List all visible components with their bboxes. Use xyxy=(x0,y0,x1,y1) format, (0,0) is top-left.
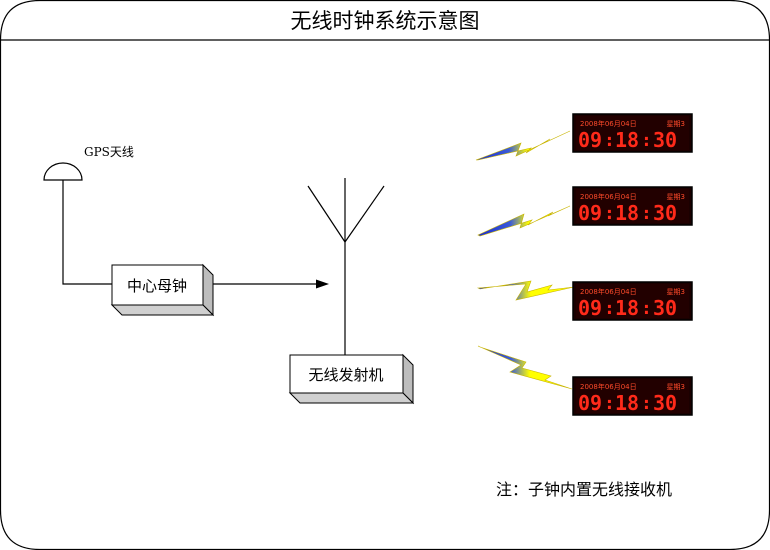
clock-weekday: 星期3 xyxy=(667,120,685,128)
lightning-bolt-3 xyxy=(476,280,575,301)
clock-minutes: 18 xyxy=(615,128,639,152)
clock-hours: 09 xyxy=(578,391,602,415)
clock-date: 2008年06月04日 xyxy=(580,119,637,128)
diagram-title: 无线时钟系统示意图 xyxy=(291,9,480,33)
clock-date: 2008年06月04日 xyxy=(580,382,637,391)
clock-colon: : xyxy=(641,393,652,414)
clock-hours: 09 xyxy=(578,296,602,320)
transmitter-antenna xyxy=(307,178,385,355)
footnote: 注：子钟内置无线接收机 xyxy=(496,480,672,499)
signal-arrowhead xyxy=(316,279,329,289)
transmitter-box: 无线发射机 xyxy=(288,353,415,405)
master-clock-box: 中心母钟 xyxy=(110,263,215,317)
transmitter-label: 无线发射机 xyxy=(308,366,383,384)
master-clock-label: 中心母钟 xyxy=(127,277,187,295)
clock-minutes: 18 xyxy=(615,391,639,415)
clock-colon: : xyxy=(641,130,652,151)
clock-seconds: 30 xyxy=(653,391,677,415)
slave-clock: 2008年06月04日 星期3 09 : 18 : 30 xyxy=(572,186,693,226)
clock-seconds: 30 xyxy=(653,296,677,320)
clock-weekday: 星期3 xyxy=(667,193,685,201)
slave-clock: 2008年06月04日 星期3 09 : 18 : 30 xyxy=(572,281,693,321)
clock-minutes: 18 xyxy=(615,296,639,320)
clock-hours: 09 xyxy=(578,128,602,152)
clock-weekday: 星期3 xyxy=(667,288,685,296)
slave-clock: 2008年06月04日 星期3 09 : 18 : 30 xyxy=(572,376,693,416)
gps-antenna-dome xyxy=(43,162,83,181)
clock-colon: : xyxy=(641,203,652,224)
clock-seconds: 30 xyxy=(653,201,677,225)
clock-date: 2008年06月04日 xyxy=(580,287,637,296)
clock-hours: 09 xyxy=(578,201,602,225)
clock-colon: : xyxy=(604,130,615,151)
slave-clock: 2008年06月04日 星期3 09 : 18 : 30 xyxy=(572,113,693,153)
lightning-bolt-4 xyxy=(477,345,573,390)
clock-weekday: 星期3 xyxy=(667,383,685,391)
lightning-bolt-1 xyxy=(475,130,571,161)
clock-colon: : xyxy=(604,203,615,224)
clock-date: 2008年06月04日 xyxy=(580,192,637,201)
clock-colon: : xyxy=(604,393,615,414)
clock-colon: : xyxy=(604,298,615,319)
lightning-bolt-2 xyxy=(477,205,571,237)
clock-minutes: 18 xyxy=(615,201,639,225)
clock-seconds: 30 xyxy=(653,128,677,152)
gps-cable xyxy=(62,180,112,285)
clock-colon: : xyxy=(641,298,652,319)
gps-antenna-label: GPS天线 xyxy=(84,145,134,159)
